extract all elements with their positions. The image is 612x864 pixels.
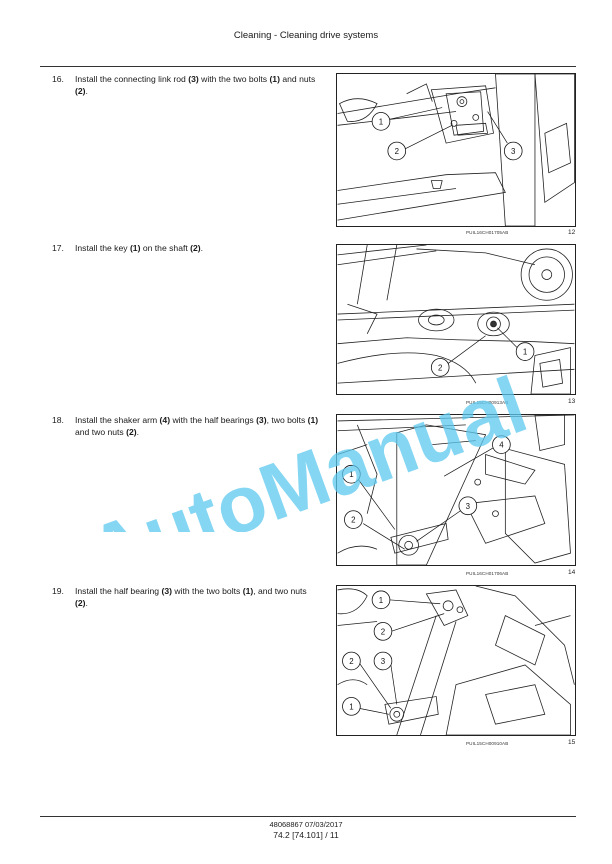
figure-14-code: PUIL16CH01706AB (466, 571, 509, 576)
step-number: 16. (52, 74, 64, 84)
step-16: 16. Install the connecting link rod (3) … (52, 73, 322, 97)
callout-3: 3 (503, 141, 523, 161)
step-17: 17. Install the key (1) on the shaft (2)… (52, 242, 322, 254)
page-header-title: Cleaning - Cleaning drive systems (233, 30, 379, 41)
drive-linkage-illustration: 1 2 3 (337, 74, 575, 226)
shaft-key-illustration: 1 2 (337, 245, 575, 394)
step-number: 19. (52, 586, 64, 596)
svg-text:2: 2 (438, 363, 442, 372)
half-bearing-illustration: 1 2 2 3 1 (337, 586, 575, 735)
footer-doc-ref: 48068867 07/03/2017 (269, 820, 343, 829)
callout-2-bottom: 2 (342, 651, 361, 671)
step-number: 17. (52, 243, 64, 253)
callout-1: 1 (342, 464, 361, 484)
svg-text:2: 2 (349, 657, 353, 666)
svg-text:1: 1 (349, 470, 353, 479)
callout-1: 1 (515, 342, 535, 361)
callout-2: 2 (387, 141, 407, 161)
figure-15-number: 15 (568, 739, 576, 746)
figure-15-code: PUIL15CH00910AB (466, 741, 509, 746)
step-text: Install the key (1) on the shaft (2). (75, 243, 204, 253)
svg-text:1: 1 (349, 702, 353, 711)
footer-page-number: 74.2 [74.101] / 11 (273, 830, 339, 840)
figure-12-code: PUIL16CH01705AB (466, 230, 509, 235)
callout-3: 3 (458, 496, 478, 516)
svg-text:2: 2 (351, 516, 355, 525)
figure-13-number: 13 (568, 398, 576, 405)
callout-3: 3 (373, 651, 393, 671)
callout-1: 1 (371, 112, 391, 131)
svg-text:3: 3 (511, 147, 516, 156)
svg-text:1: 1 (523, 348, 527, 357)
figure-13-image: 1 2 (336, 244, 576, 395)
svg-text:3: 3 (381, 657, 386, 666)
figure-13-code: PUIL15CH00913AB (466, 400, 509, 405)
svg-text:3: 3 (466, 502, 471, 511)
step-19: 19. Install the half bearing (3) with th… (52, 585, 322, 609)
callout-2-top: 2 (373, 622, 393, 641)
shaker-arm-illustration: 4 1 3 2 (337, 415, 575, 565)
figure-15-image: 1 2 2 3 1 (336, 585, 576, 736)
svg-text:2: 2 (395, 147, 399, 156)
step-text: Install the connecting link rod (3) with… (75, 74, 316, 96)
figure-12-image: 1 2 3 (336, 73, 576, 227)
callout-1-top: 1 (371, 590, 391, 610)
callout-2: 2 (430, 358, 450, 377)
svg-text:1: 1 (379, 117, 383, 126)
step-18: 18. Install the shaker arm (4) with the … (52, 414, 322, 438)
step-text: Install the shaker arm (4) with the half… (75, 415, 319, 437)
step-text: Install the half bearing (3) with the tw… (75, 586, 307, 608)
callout-leaders (388, 107, 508, 150)
header-rule (40, 66, 576, 67)
figure-14-number: 14 (568, 569, 576, 576)
svg-text:1: 1 (379, 596, 383, 605)
figure-14-image: 4 1 3 2 (336, 414, 576, 566)
step-number: 18. (52, 415, 64, 425)
footer-rule (40, 816, 576, 817)
svg-text:4: 4 (499, 441, 504, 450)
callout-2: 2 (344, 510, 363, 529)
callout-4: 4 (492, 435, 511, 454)
figure-12-number: 12 (568, 229, 576, 236)
callout-1-bottom: 1 (342, 697, 361, 716)
svg-text:2: 2 (381, 627, 385, 636)
